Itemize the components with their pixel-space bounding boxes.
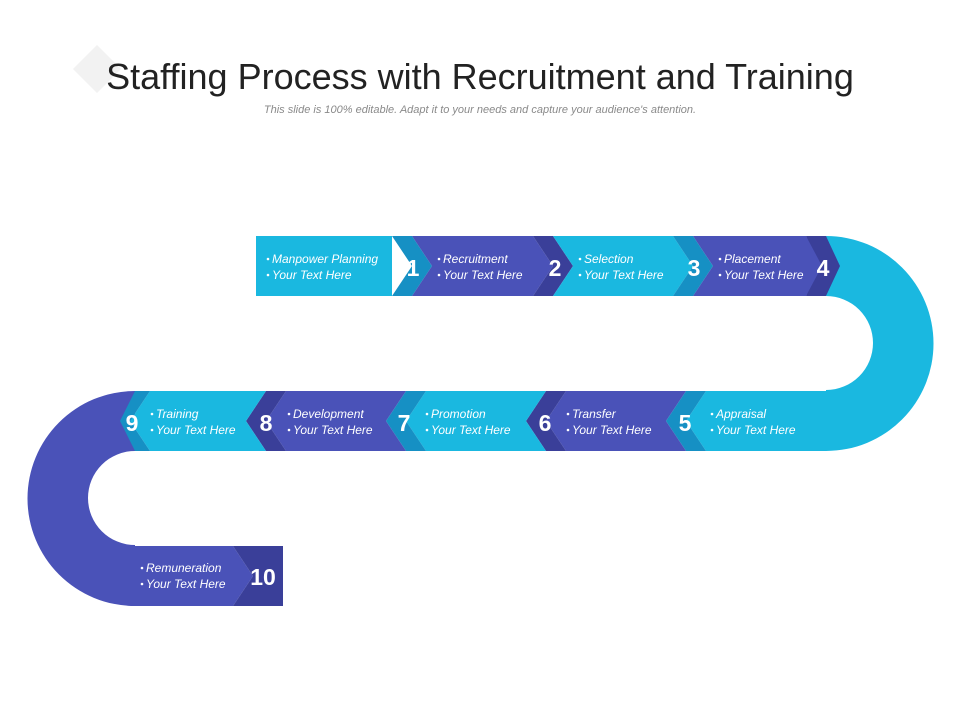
step-3-text: Your Text Here	[584, 268, 664, 282]
step-7: Promotion Your Text Here 7	[386, 391, 546, 451]
step-5-title: Appraisal	[715, 407, 766, 421]
page-subtitle: This slide is 100% editable. Adapt it to…	[263, 104, 697, 116]
right-curve-connector	[826, 236, 934, 451]
step-1-title: Manpower Planning	[272, 252, 378, 266]
step-6-title: Transfer	[572, 407, 617, 421]
step-6-number: 6	[539, 410, 552, 436]
step-9-text: Your Text Here	[156, 423, 236, 437]
step-4-text: Your Text Here	[724, 268, 804, 282]
step-3-number: 3	[688, 255, 701, 281]
step-1-number: 1	[407, 255, 420, 281]
step-4-title: Placement	[724, 252, 781, 266]
step-8-text: Your Text Here	[293, 423, 373, 437]
step-2-number: 2	[549, 255, 562, 281]
step-2: Recruitment Your Text Here 2	[412, 236, 573, 296]
step-7-title: Promotion	[431, 407, 486, 421]
step-4: Placement Your Text Here 4	[693, 236, 840, 296]
step-10: Remuneration Your Text Here 10	[135, 546, 283, 606]
step-5: Appraisal Your Text Here 5	[666, 391, 826, 451]
step-7-number: 7	[398, 410, 411, 436]
step-8-title: Development	[293, 407, 364, 421]
step-2-title: Recruitment	[443, 252, 508, 266]
step-1: Manpower Planning Your Text Here 1	[256, 236, 432, 296]
step-5-number: 5	[679, 410, 692, 436]
step-8: Development Your Text Here 8	[246, 391, 406, 451]
step-9: Training Your Text Here 9	[120, 391, 266, 451]
step-4-number: 4	[817, 255, 830, 281]
step-2-text: Your Text Here	[443, 268, 523, 282]
step-9-title: Training	[156, 407, 199, 421]
step-6-text: Your Text Here	[572, 423, 652, 437]
step-9-number: 9	[126, 410, 139, 436]
left-curve-connector	[27, 391, 135, 606]
step-10-title: Remuneration	[146, 561, 222, 575]
step-5-text: Your Text Here	[716, 423, 796, 437]
step-10-number: 10	[250, 564, 276, 590]
step-7-text: Your Text Here	[431, 423, 511, 437]
step-3-title: Selection	[584, 252, 634, 266]
step-10-text: Your Text Here	[146, 577, 226, 591]
step-8-number: 8	[260, 410, 273, 436]
step-1-text: Your Text Here	[272, 268, 352, 282]
page-title: Staffing Process with Recruitment and Tr…	[106, 56, 854, 97]
step-3: Selection Your Text Here 3	[553, 236, 713, 296]
step-6: Transfer Your Text Here 6	[526, 391, 686, 451]
